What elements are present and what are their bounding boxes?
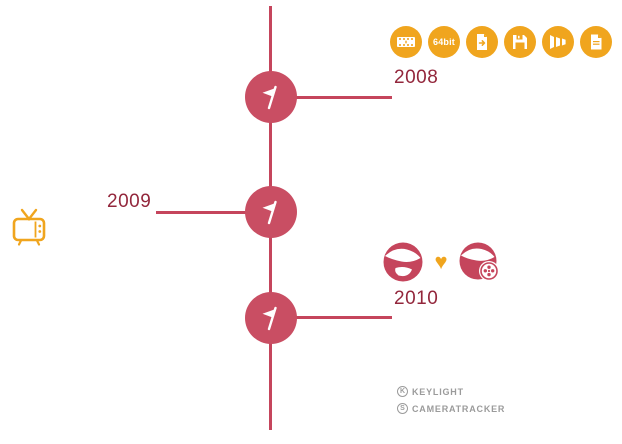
- timeline-node-2010: [245, 292, 297, 344]
- planet-group-2010: ♥: [382, 241, 500, 283]
- year-label-2008: 2008: [394, 67, 439, 88]
- badge-row-2008: 64bit: [390, 26, 612, 58]
- heart-icon: ♥: [434, 249, 448, 274]
- year-label-2010: 2010: [394, 288, 439, 309]
- globe-reel-icon: [459, 242, 499, 281]
- globe-icon: [383, 242, 423, 282]
- timeline-node-2009: [245, 186, 297, 238]
- cameratracker-mark-icon: S: [397, 403, 408, 414]
- connector-2008: [294, 96, 392, 99]
- flag-icon: [262, 200, 277, 225]
- tv-icon: [9, 207, 49, 252]
- keylight-mark-icon: K: [397, 386, 408, 397]
- cameratracker-label: CAMERATRACKER: [412, 403, 506, 414]
- flag-icon: [262, 85, 277, 110]
- curtain-icon: [542, 26, 574, 58]
- filmstrip-icon: [390, 26, 422, 58]
- connector-2009: [156, 211, 248, 214]
- floppy-icon: [504, 26, 536, 58]
- export-page-icon: [466, 26, 498, 58]
- 64bit-badge: 64bit: [428, 26, 460, 58]
- keylight-logo: K KEYLIGHT: [397, 386, 505, 397]
- year-label-2009: 2009: [107, 191, 152, 212]
- plugin-logos: K KEYLIGHT S CAMERATRACKER: [397, 386, 505, 414]
- cameratracker-logo: S CAMERATRACKER: [397, 403, 505, 414]
- timeline-node-2008: [245, 71, 297, 123]
- page-icon: [580, 26, 612, 58]
- flag-icon: [262, 306, 277, 331]
- keylight-label: KEYLIGHT: [412, 386, 464, 397]
- connector-2010: [294, 316, 392, 319]
